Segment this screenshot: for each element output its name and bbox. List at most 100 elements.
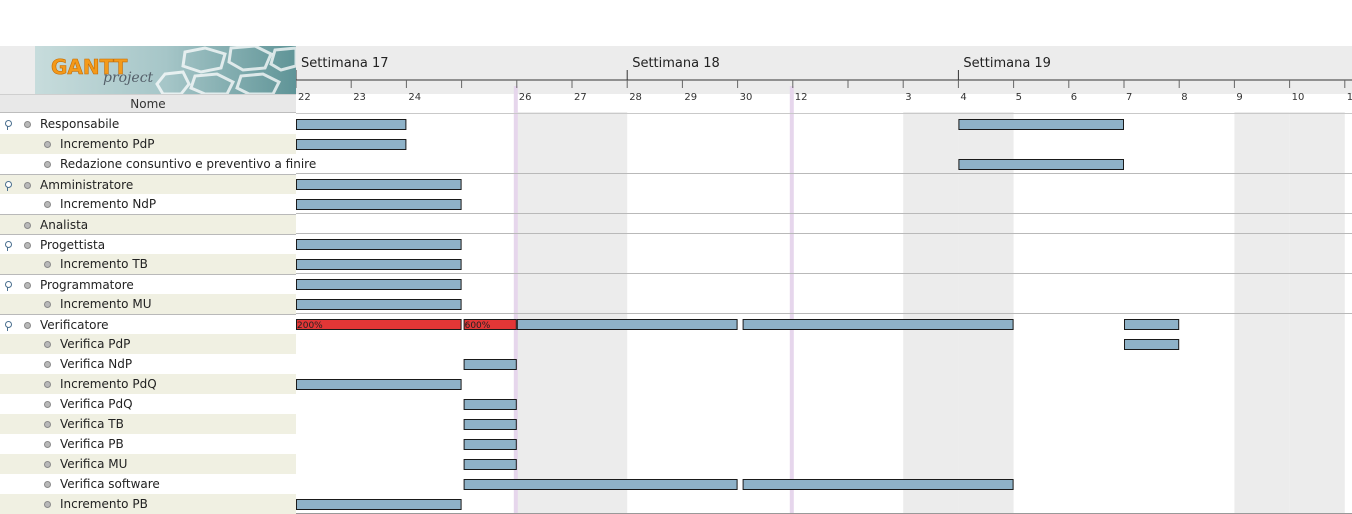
- collapse-toggle-icon[interactable]: [4, 315, 12, 335]
- task-bar: [463, 399, 517, 410]
- day-label: 23: [353, 92, 366, 103]
- collapse-toggle-icon[interactable]: [4, 175, 12, 195]
- task-label: Programmatore: [40, 278, 134, 292]
- timeline-header-bg: [296, 46, 1352, 94]
- collapse-toggle-icon[interactable]: [4, 114, 12, 134]
- task-bar: [296, 379, 462, 390]
- task-label: Verifica PB: [60, 437, 124, 451]
- task-label: Verifica TB: [60, 417, 124, 431]
- day-label: 4: [960, 92, 966, 103]
- task-row[interactable]: Redazione consuntivo e preventivo a fini…: [0, 154, 316, 174]
- task-bullet-icon: [44, 441, 51, 448]
- logo-subtext: project: [103, 70, 154, 86]
- overload-label: 200%: [297, 321, 323, 331]
- task-bullet-icon: [24, 222, 31, 229]
- task-label: Verifica software: [60, 477, 160, 491]
- task-label: Incremento NdP: [60, 197, 157, 211]
- task-bar: [463, 479, 738, 490]
- task-row[interactable]: Incremento PdP: [0, 134, 296, 154]
- day-label: 26: [519, 92, 532, 103]
- name-column-header[interactable]: Nome: [0, 94, 296, 113]
- task-bar: [296, 299, 462, 310]
- task-row[interactable]: Verifica NdP: [0, 354, 296, 374]
- task-row[interactable]: Incremento NdP: [0, 194, 296, 214]
- task-label: Incremento PB: [60, 497, 148, 511]
- day-label: 3: [905, 92, 911, 103]
- task-bar: [296, 119, 407, 130]
- task-row[interactable]: Incremento PdQ: [0, 374, 296, 394]
- task-row[interactable]: Amministratore: [0, 174, 296, 194]
- task-row[interactable]: Responsabile: [0, 114, 296, 134]
- task-bullet-icon: [44, 201, 51, 208]
- task-bullet-icon: [44, 341, 51, 348]
- task-bullet-icon: [44, 381, 51, 388]
- day-label: 24: [408, 92, 421, 103]
- task-bullet-icon: [44, 461, 51, 468]
- task-label: Progettista: [40, 238, 106, 252]
- task-bullet-icon: [44, 361, 51, 368]
- task-label: Verificatore: [40, 318, 109, 332]
- task-row[interactable]: Incremento TB: [0, 254, 296, 274]
- task-row[interactable]: Verifica PdQ: [0, 394, 296, 414]
- task-row[interactable]: Verifica PB: [0, 434, 296, 454]
- task-bullet-icon: [44, 501, 51, 508]
- overload-label: 600%: [465, 321, 491, 331]
- task-bullet-icon: [44, 481, 51, 488]
- task-label: Amministratore: [40, 178, 134, 192]
- task-bar: [958, 119, 1125, 130]
- task-row[interactable]: Verifica TB: [0, 414, 296, 434]
- task-bullet-icon: [44, 421, 51, 428]
- task-row[interactable]: Analista: [0, 214, 296, 234]
- collapse-toggle-icon[interactable]: [4, 275, 12, 295]
- task-row[interactable]: Incremento MU: [0, 294, 296, 314]
- task-row[interactable]: Verifica MU: [0, 454, 296, 474]
- day-label: 8: [1181, 92, 1187, 103]
- ganttproject-logo: GANTT project: [35, 46, 296, 94]
- holiday-marker: [513, 86, 518, 514]
- overload-bar: [463, 319, 517, 330]
- task-bar: [296, 259, 462, 270]
- day-label: 28: [629, 92, 642, 103]
- task-label: Incremento MU: [60, 297, 152, 311]
- day-label: 10: [1292, 92, 1305, 103]
- task-bar: [463, 439, 517, 450]
- task-label: Verifica MU: [60, 457, 128, 471]
- holiday-marker: [789, 86, 794, 514]
- task-label: Analista: [40, 218, 89, 232]
- task-label: Incremento TB: [60, 257, 148, 271]
- task-bar: [742, 319, 1014, 330]
- task-bar: [463, 359, 517, 370]
- task-row[interactable]: Verifica PdP: [0, 334, 296, 354]
- task-bar: [1124, 339, 1180, 350]
- day-label: 6: [1071, 92, 1077, 103]
- task-row[interactable]: Programmatore: [0, 274, 296, 294]
- task-bar: [296, 179, 462, 190]
- task-row[interactable]: Verificatore: [0, 314, 296, 334]
- task-bar: [296, 499, 462, 510]
- task-bar: [1124, 319, 1180, 330]
- task-bullet-icon: [24, 242, 31, 249]
- day-label: 27: [574, 92, 587, 103]
- task-bullet-icon: [24, 322, 31, 329]
- task-row[interactable]: Incremento PB: [0, 494, 296, 514]
- task-bar: [463, 419, 517, 430]
- task-label: Verifica PdP: [60, 337, 131, 351]
- task-bullet-icon: [24, 121, 31, 128]
- day-label: 7: [1126, 92, 1132, 103]
- week-label: Settimana 19: [963, 56, 1051, 71]
- name-column-header-label: Nome: [130, 97, 166, 111]
- task-bar: [296, 199, 462, 210]
- task-bar: [296, 139, 407, 150]
- collapse-toggle-icon[interactable]: [4, 235, 12, 255]
- task-label: Verifica PdQ: [60, 397, 133, 411]
- task-row[interactable]: Verifica software: [0, 474, 296, 494]
- overload-bar: [296, 319, 462, 330]
- task-row[interactable]: Progettista: [0, 234, 296, 254]
- day-label: 30: [740, 92, 753, 103]
- day-label: 9: [1236, 92, 1242, 103]
- task-bar: [516, 319, 738, 330]
- task-label: Verifica NdP: [60, 357, 133, 371]
